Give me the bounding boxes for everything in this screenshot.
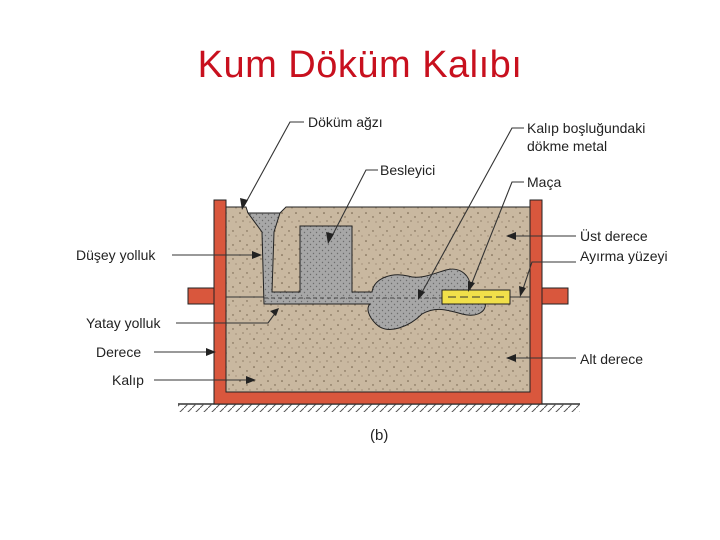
leader-drag xyxy=(506,354,576,362)
leader-core xyxy=(468,181,524,292)
leader-cope xyxy=(506,232,576,240)
label-cope: Üst derece xyxy=(580,227,648,244)
flask-handle-right xyxy=(539,287,569,305)
leader-pouring-cup xyxy=(240,121,304,210)
leader-sprue xyxy=(172,251,262,259)
leader-runner xyxy=(176,308,279,324)
label-parting-surface: Ayırma yüzeyi xyxy=(580,248,668,264)
flask-handle-left xyxy=(187,287,217,305)
label-core: Maça xyxy=(527,174,561,190)
leader-flask xyxy=(154,348,216,356)
label-runner: Yatay yolluk xyxy=(86,315,161,331)
label-metal-in-cavity-2: dökme metal xyxy=(527,138,607,154)
label-metal-in-cavity-1: Kalıp boşluğundaki xyxy=(527,120,645,136)
ground-base xyxy=(178,403,580,412)
leader-parting-surface xyxy=(519,261,576,297)
leader-riser xyxy=(326,169,378,244)
caption: (b) xyxy=(370,427,388,444)
leader-mold xyxy=(154,376,256,384)
page-title: Kum Döküm Kalıbı xyxy=(197,44,523,86)
label-drag: Alt derece xyxy=(580,351,643,367)
label-mold: Kalıp xyxy=(112,372,144,388)
label-pouring-cup: Döküm ağzı xyxy=(308,114,383,130)
leader-metal-in-cavity xyxy=(418,127,524,300)
label-riser: Besleyici xyxy=(380,162,435,178)
label-sprue: Düşey yolluk xyxy=(76,247,156,263)
label-flask: Derece xyxy=(96,344,141,360)
